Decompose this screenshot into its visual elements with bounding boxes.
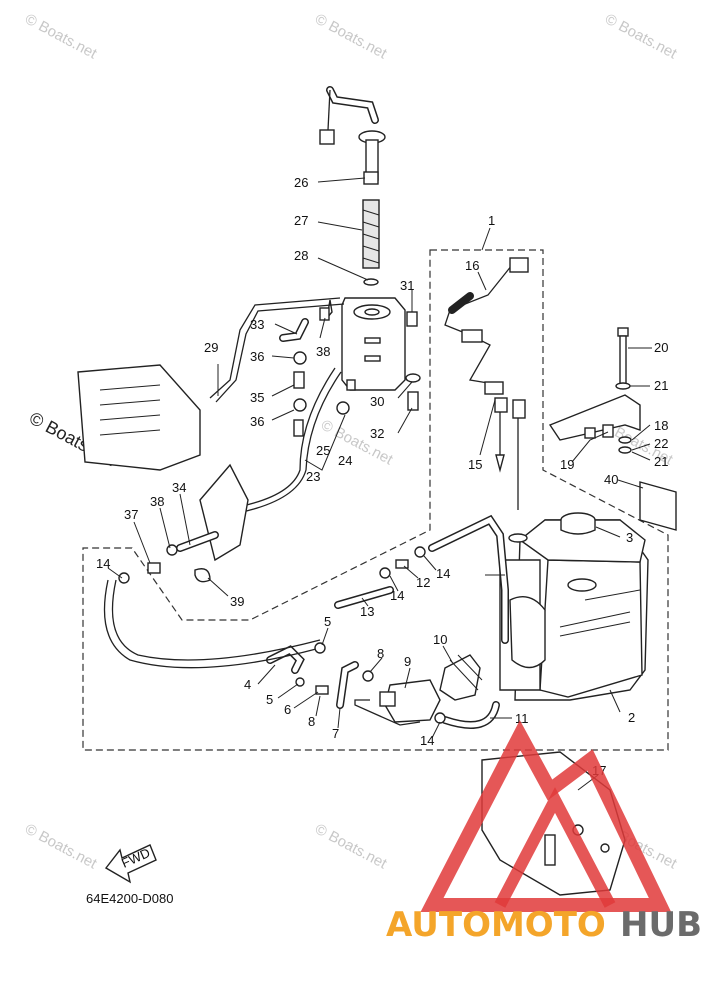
callout-31: 31: [400, 278, 414, 293]
logo-text-automoto: AUTOMOTO: [386, 905, 606, 945]
callout-40: 40: [604, 472, 618, 487]
callout-14: 14: [96, 556, 110, 571]
tank-strap: [548, 394, 641, 441]
callout-12: 12: [416, 575, 430, 590]
logo-text-hub: HUB: [620, 905, 702, 945]
fuel-hoses: [103, 579, 500, 729]
tank-cap: [560, 512, 596, 535]
callout-16: 16: [465, 258, 479, 273]
fuel-strainer: [439, 654, 483, 701]
lower-left-fittings: [147, 531, 219, 583]
callout-14: 14: [420, 733, 434, 748]
callout-11: 11: [515, 711, 529, 726]
callout-20: 20: [654, 340, 668, 355]
diagram-code: 64E4200-D080: [86, 891, 173, 906]
callout-2: 2: [628, 710, 635, 725]
callout-27: 27: [294, 213, 308, 228]
callout-35: 35: [250, 390, 264, 405]
callout-34: 34: [172, 480, 186, 495]
left-hoses: [209, 297, 350, 517]
filter-element: [362, 199, 380, 286]
callout-25: 25: [316, 443, 330, 458]
callout-21: 21: [654, 454, 668, 469]
callout-26: 26: [294, 175, 308, 190]
watermark: © Boats.net: [312, 11, 390, 63]
callout-29: 29: [204, 340, 218, 355]
automotohub-logo: AUTOMOTO HUB: [386, 720, 702, 945]
callout-10: 10: [433, 632, 447, 647]
fuel-tank: [499, 519, 649, 701]
leader-lines: [107, 177, 652, 791]
fuel-sender: [444, 257, 529, 543]
callout-8: 8: [308, 714, 315, 729]
strap-bolt: [615, 327, 632, 454]
callout-32: 32: [370, 426, 384, 441]
callout-1: 1: [488, 213, 495, 228]
vapor-separator: [325, 297, 406, 391]
callout-7: 7: [332, 726, 339, 741]
callout-24: 24: [338, 453, 352, 468]
callout-19: 19: [560, 457, 574, 472]
callout-6: 6: [284, 702, 291, 717]
callout-23: 23: [306, 469, 320, 484]
callout-3: 3: [626, 530, 633, 545]
hose-clamps: [118, 546, 446, 724]
callout-37: 37: [124, 507, 138, 522]
callout-36: 36: [250, 414, 264, 429]
callout-22: 22: [654, 436, 668, 451]
callout-4: 4: [244, 677, 251, 692]
fwd-arrow-icon: FWD: [104, 844, 157, 884]
callout-21: 21: [654, 378, 668, 393]
callout-33: 33: [250, 317, 264, 332]
callout-5: 5: [324, 614, 331, 629]
callout-9: 9: [404, 654, 411, 669]
callout-13: 13: [360, 604, 374, 619]
watermark: © Boats.net: [312, 821, 390, 873]
callout-36: 36: [250, 349, 264, 364]
callout-38: 38: [316, 344, 330, 359]
callout-30: 30: [370, 394, 384, 409]
callout-38: 38: [150, 494, 164, 509]
callout-39: 39: [230, 594, 244, 609]
callout-15: 15: [468, 457, 482, 472]
fuel-pump: [354, 679, 441, 726]
watermark: © Boats.net: [602, 11, 680, 63]
watermark: © Boats.net: [22, 821, 100, 873]
tank-vent-hose: [428, 514, 509, 644]
callout-5: 5: [266, 692, 273, 707]
callout-14: 14: [390, 588, 404, 603]
fittings-right: [405, 311, 421, 411]
callout-28: 28: [294, 248, 308, 263]
sensor-cap: [319, 86, 386, 185]
callout-18: 18: [654, 418, 668, 433]
callout-8: 8: [377, 646, 384, 661]
watermark: © Boats.net: [22, 11, 100, 63]
callout-14: 14: [436, 566, 450, 581]
label-plate: [639, 481, 677, 531]
